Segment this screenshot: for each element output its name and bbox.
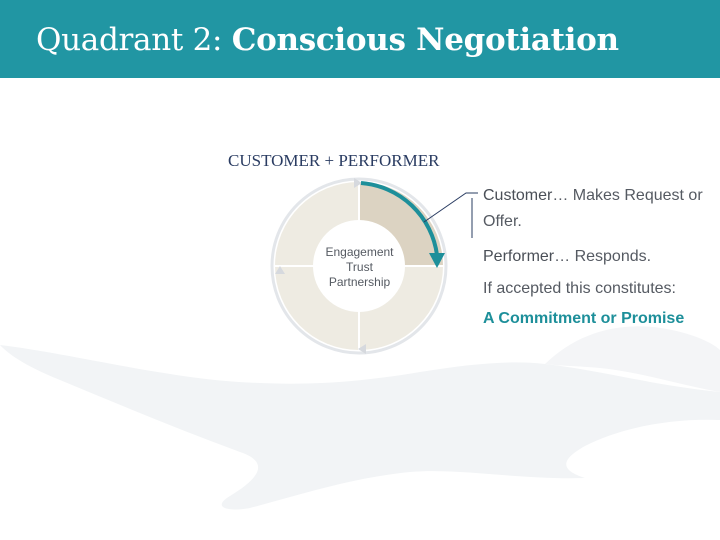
center-line-engagement: Engagement [325, 245, 394, 259]
arrow-left-icon [275, 266, 285, 274]
callout-line [423, 192, 478, 223]
accepted-paragraph: If accepted this constitutes: [483, 280, 676, 297]
commitment-paragraph: A Commitment or Promise [483, 310, 685, 327]
center-label: Engagement Trust Partnership [312, 245, 407, 290]
description-panel: Customer… Makes Request or Offer. Perfor… [483, 183, 703, 332]
arrow-top-icon [354, 178, 362, 188]
customer-paragraph: Customer… Makes Request or Offer. [483, 187, 703, 230]
arrow-bottom-icon [358, 344, 366, 354]
active-arrow-icon [429, 253, 445, 268]
active-arc [360, 181, 439, 256]
center-line-partnership: Partnership [328, 275, 391, 289]
diagram-subtitle: CUSTOMER + PERFORMER [228, 151, 440, 170]
slide-title: Quadrant 2: Conscious Negotiation [36, 22, 619, 58]
outer-ring [270, 177, 448, 355]
title-bar: Quadrant 2: Conscious Negotiation [0, 0, 720, 78]
performer-paragraph: Performer… Responds. [483, 248, 652, 265]
center-hub [313, 220, 405, 312]
center-line-trust: Trust [346, 260, 373, 274]
